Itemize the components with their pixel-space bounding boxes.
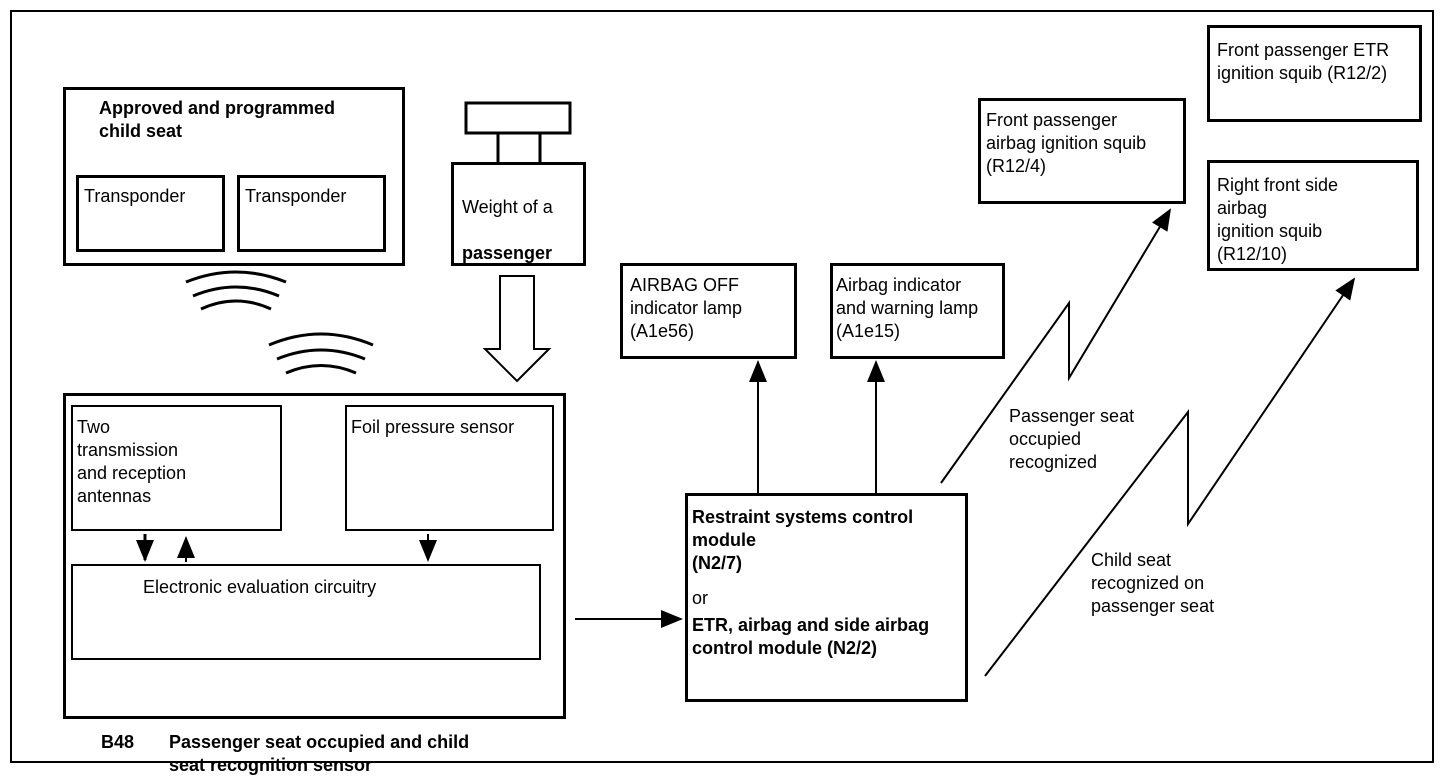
weight-plate — [464, 101, 572, 135]
control-module-box — [685, 493, 968, 702]
child-seat-title: Approved and programmed child seat — [99, 98, 336, 141]
control-module-line1: Restraint systems control module (N2/7) — [692, 507, 914, 573]
weight-text-normal: Weight of a — [462, 197, 553, 217]
passenger-occupied-signal-line — [940, 208, 1172, 484]
front-passenger-etr-squib-box — [1207, 25, 1422, 122]
right-front-side-squib-label: Right front side airbag ignition squib (… — [1217, 175, 1339, 264]
radio-wave-icon-upper — [185, 270, 287, 311]
antennas-box — [71, 405, 282, 531]
transponder-box-2 — [237, 175, 386, 252]
airbag-off-lamp-label: AIRBAG OFF indicator lamp (A1e56) — [630, 275, 743, 341]
front-passenger-airbag-squib-label: Front passenger airbag ignition squib (R… — [986, 110, 1147, 176]
right-front-side-squib-box — [1207, 160, 1419, 271]
airbag-indicator-lamp-label: Airbag indicator and warning lamp (A1e15… — [836, 275, 979, 341]
airbag-indicator-lamp-box — [830, 263, 1005, 359]
antennas-label: Two transmission and reception antennas — [77, 417, 187, 506]
sensor-code: B48 — [101, 732, 135, 752]
circuitry-label: Electronic evaluation circuitry — [143, 577, 377, 597]
radio-wave-icon-lower — [268, 332, 374, 375]
weight-text-bold: passenger — [462, 243, 553, 263]
circuitry-box — [71, 564, 541, 660]
front-passenger-airbag-squib-box — [978, 98, 1186, 204]
foil-sensor-box — [345, 405, 554, 531]
weight-label: Weight of a passenger — [462, 173, 553, 265]
weight-force-arrow — [482, 275, 552, 383]
transponder-box-1 — [76, 175, 225, 252]
child-seat-signal-line — [984, 277, 1356, 677]
sensor-caption: Passenger seat occupied and child seat r… — [169, 732, 470, 775]
foil-sensor-label: Foil pressure sensor — [351, 417, 515, 437]
transponder-label-2: Transponder — [245, 186, 347, 206]
diagram-frame — [10, 10, 1434, 763]
transponder-label-1: Transponder — [84, 186, 186, 206]
control-module-or: or — [692, 588, 709, 608]
weight-box — [451, 162, 586, 266]
front-passenger-etr-squib-label: Front passenger ETR ignition squib (R12/… — [1217, 40, 1390, 83]
control-module-line2: ETR, airbag and side airbag control modu… — [692, 615, 930, 658]
airbag-off-lamp-box — [620, 263, 797, 359]
child-seat-signal-label: Child seat recognized on passenger seat — [1091, 550, 1215, 616]
passenger-occupied-signal-label: Passenger seat occupied recognized — [1009, 406, 1135, 472]
